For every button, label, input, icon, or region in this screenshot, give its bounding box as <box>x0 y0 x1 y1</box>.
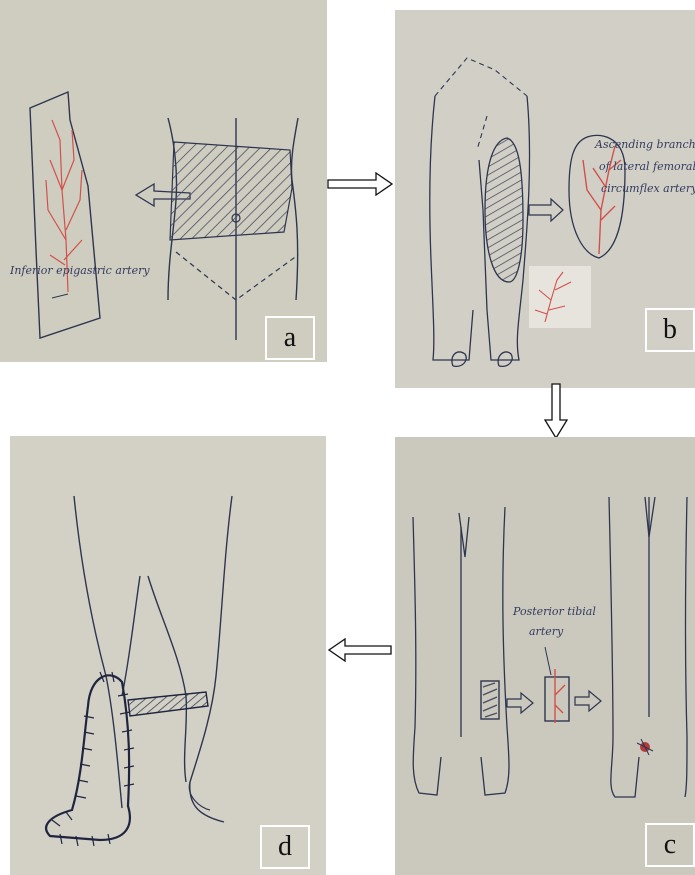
inguinal-line <box>176 252 298 300</box>
panel-d-drawing <box>10 436 326 875</box>
flap-outline <box>30 92 100 338</box>
panel-a: Inferior epigastric artery a <box>0 0 327 362</box>
donor-area <box>170 142 292 240</box>
label-inferior-epigastric: Inferior epigastric artery <box>9 264 150 277</box>
panel-c-drawing: Posterior tibial artery <box>395 437 695 875</box>
label-posterior-tibial-2: artery <box>529 625 564 638</box>
panel-a-drawing: Inferior epigastric artery <box>0 0 327 362</box>
label-leader <box>52 294 68 298</box>
label-ascending-1: Ascending branch <box>594 138 695 151</box>
hip-line <box>435 58 527 96</box>
flap-outline <box>569 135 625 258</box>
pedicle-bridge <box>128 692 208 716</box>
arrow-right-icon <box>326 168 396 208</box>
panel-d: d <box>10 436 326 875</box>
flap-outline <box>545 677 569 721</box>
arrow-right-icon <box>575 691 601 711</box>
label-posterior-tibial-1: Posterior tibial <box>512 605 596 618</box>
arrow-left-icon <box>325 634 395 674</box>
panel-b: Ascending branch of lateral femoral circ… <box>395 10 695 388</box>
panel-label-d: d <box>260 825 310 869</box>
arrow-right-icon <box>529 199 563 221</box>
label-leader <box>545 647 551 675</box>
legs-outline <box>74 496 232 822</box>
arrow-right-icon <box>507 693 533 713</box>
panel-label-a: a <box>265 316 315 360</box>
panel-label-c: c <box>645 823 695 867</box>
panel-label-b: b <box>645 308 695 352</box>
panel-c: Posterior tibial artery c <box>395 437 695 875</box>
label-ascending-2: of lateral femoral <box>599 160 695 173</box>
suture-marks <box>52 672 134 846</box>
donor-hatch <box>483 683 497 717</box>
label-ascending-3: circumflex artery <box>601 182 695 195</box>
legs-outline <box>413 497 687 797</box>
donor-area <box>485 138 523 282</box>
